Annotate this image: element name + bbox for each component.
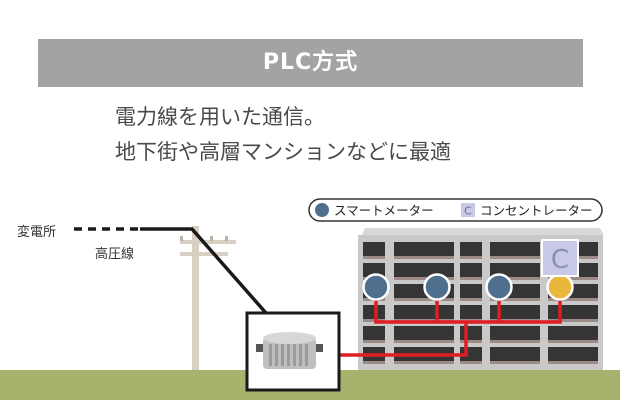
- high-voltage-line: [74, 227, 290, 340]
- building-window-23: [490, 326, 540, 340]
- utility-pole: [180, 226, 236, 370]
- transformer: [245, 311, 341, 392]
- building-window-8: [394, 263, 454, 277]
- building-window-1: [363, 242, 385, 256]
- building-balcony-24: [490, 361, 540, 364]
- building-window-11: [394, 326, 454, 340]
- concentrator-box-letter: C: [551, 245, 569, 275]
- building-window-22: [490, 305, 540, 319]
- high-voltage-line-label: 高圧線: [95, 247, 135, 262]
- building-balcony-18: [460, 361, 482, 364]
- signal-wiring: [319, 296, 562, 357]
- building-balcony-1: [363, 256, 385, 259]
- building-window-7: [394, 242, 454, 256]
- legend-concentrator-letter: C: [464, 205, 472, 218]
- building-window-24: [490, 347, 540, 361]
- building-balcony-23: [490, 340, 540, 343]
- legend-concentrator-label: コンセントレーター: [480, 203, 593, 218]
- legend-meter-label: スマートメーター: [334, 203, 434, 218]
- building-balcony-21: [490, 298, 540, 301]
- building-window-29: [548, 326, 598, 340]
- building-window-20: [490, 263, 540, 277]
- building-window-5: [363, 326, 385, 340]
- building-balcony-4: [363, 319, 385, 322]
- building-balcony-7: [394, 256, 454, 259]
- smart-meter-4: [546, 273, 574, 301]
- legend-meter-swatch: [315, 203, 329, 217]
- smart-meter-1: [362, 273, 390, 301]
- building-balcony-13: [460, 256, 482, 259]
- building-window-13: [460, 242, 482, 256]
- building-window-14: [460, 263, 482, 277]
- building-balcony-27: [548, 298, 598, 301]
- building-window-4: [363, 305, 385, 319]
- building-window-30: [548, 347, 598, 361]
- building-balcony-5: [363, 340, 385, 343]
- building-balcony-15: [460, 298, 482, 301]
- building-window-16: [460, 305, 482, 319]
- building-balcony-20: [490, 277, 540, 280]
- apartment-building: [358, 228, 604, 370]
- building-balcony-17: [460, 340, 482, 343]
- title-banner: PLC方式: [38, 39, 583, 87]
- building-balcony-14: [460, 277, 482, 280]
- description-line-2: 地下街や高層マンションなどに最適: [115, 140, 451, 164]
- legend-concentrator-swatch: [461, 203, 475, 217]
- building-balcony-26: [548, 277, 598, 280]
- building-window-28: [548, 305, 598, 319]
- substation-label: 変電所: [17, 225, 57, 240]
- building-balcony-8: [394, 277, 454, 280]
- building-balcony-12: [394, 361, 454, 364]
- building-window-17: [460, 326, 482, 340]
- smart-meter-2: [423, 273, 451, 301]
- building-window-10: [394, 305, 454, 319]
- building-balcony-19: [490, 256, 540, 259]
- description-line-1: 電力線を用いた通信。: [115, 105, 325, 129]
- concentrator-box: C: [541, 239, 579, 277]
- legend: スマートメーター C コンセントレーター: [308, 198, 603, 222]
- building-window-15: [460, 284, 482, 298]
- building-window-2: [363, 263, 385, 277]
- building-balcony-30: [548, 361, 598, 364]
- building-balcony-28: [548, 319, 598, 322]
- building-window-19: [490, 242, 540, 256]
- building-balcony-6: [363, 361, 385, 364]
- building-balcony-9: [394, 298, 454, 301]
- smart-meter-3: [485, 273, 513, 301]
- building-balcony-11: [394, 340, 454, 343]
- building-balcony-29: [548, 340, 598, 343]
